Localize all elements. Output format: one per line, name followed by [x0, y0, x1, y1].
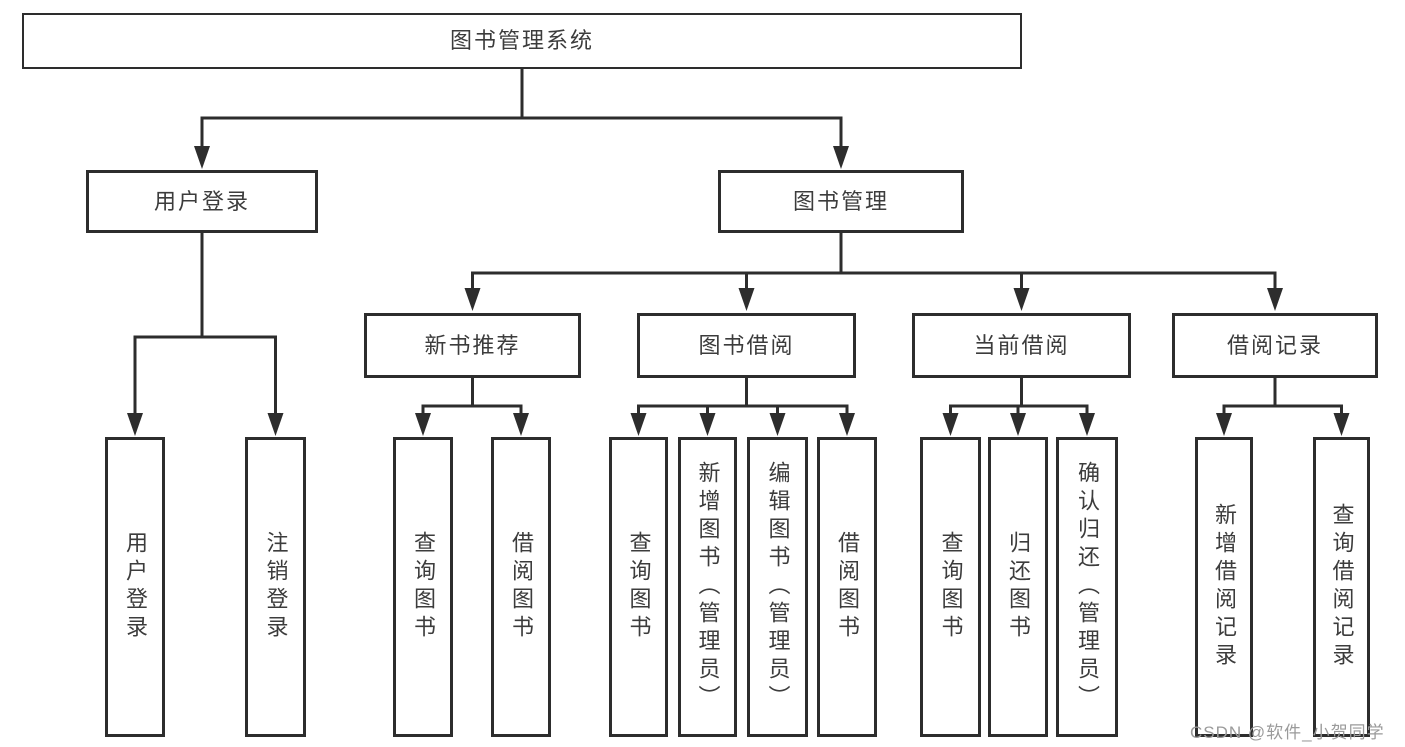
arrowheads: [127, 146, 1350, 436]
node-label: 借阅图书: [509, 531, 534, 643]
csdn-watermark: CSDN @软件_小贺同学: [1190, 723, 1385, 742]
node-new-book-recommend: 新书推荐: [364, 313, 581, 378]
node-label: 图书管理: [792, 188, 889, 214]
node-label: 新增图书（管理员）: [695, 461, 721, 713]
node-leaf-add-book-admin: 新增图书（管理员）: [678, 437, 737, 737]
node-label: 当前借阅: [973, 332, 1070, 358]
node-book-borrow: 图书借阅: [637, 313, 856, 378]
node-library-management-system: 图书管理系统: [22, 13, 1022, 69]
node-leaf-query-book-1: 查询图书: [393, 437, 453, 737]
node-leaf-borrow-book-1: 借阅图书: [491, 437, 551, 737]
node-label: 新增借阅记录: [1212, 503, 1237, 671]
node-label: 图书借阅: [698, 332, 795, 358]
node-label: 查询图书: [411, 531, 436, 643]
node-label: 新书推荐: [424, 332, 521, 358]
node-leaf-confirm-return-admin: 确认归还（管理员）: [1056, 437, 1118, 737]
node-leaf-edit-book-admin: 编辑图书（管理员）: [747, 437, 808, 737]
node-label: 用户登录: [153, 188, 250, 214]
node-borrow-records: 借阅记录: [1172, 313, 1378, 378]
node-leaf-query-book-2: 查询图书: [609, 437, 668, 737]
node-label: 查询借阅记录: [1329, 503, 1355, 671]
node-leaf-query-borrow-record: 查询借阅记录: [1313, 437, 1370, 737]
node-label: 查询图书: [938, 531, 964, 643]
node-label: 确认归还（管理员）: [1075, 461, 1100, 713]
node-leaf-return-book: 归还图书: [988, 437, 1048, 737]
node-leaf-user-login: 用户登录: [105, 437, 165, 737]
node-label: 编辑图书（管理员）: [765, 461, 791, 713]
node-book-management: 图书管理: [718, 170, 964, 233]
node-leaf-logout: 注销登录: [245, 437, 306, 737]
node-current-borrow: 当前借阅: [912, 313, 1131, 378]
node-leaf-query-book-3: 查询图书: [920, 437, 981, 737]
node-label: 归还图书: [1006, 531, 1031, 643]
node-label: 借阅图书: [835, 531, 860, 643]
node-leaf-borrow-book-2: 借阅图书: [817, 437, 877, 737]
node-label: 注销登录: [263, 531, 289, 643]
node-user-login: 用户登录: [86, 170, 318, 233]
node-label: 借阅记录: [1226, 332, 1323, 358]
node-label: 查询图书: [626, 531, 652, 643]
node-label: 图书管理系统: [449, 28, 594, 53]
node-label: 用户登录: [123, 531, 148, 643]
node-leaf-add-borrow-record: 新增借阅记录: [1195, 437, 1253, 737]
